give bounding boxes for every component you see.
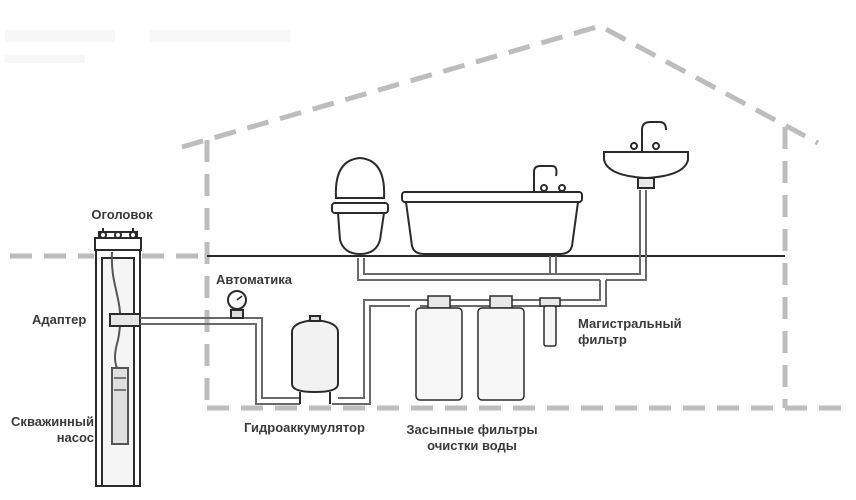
- bathtub: [401, 165, 583, 255]
- label-avtomatika: Автоматика: [216, 272, 292, 287]
- pressure-gauge: [227, 290, 247, 319]
- pump-cable: [110, 251, 122, 373]
- house-roof: [181, 23, 820, 150]
- pipe-adapter-to-automatika: [140, 317, 300, 399]
- pipe-filters-manifold: [416, 280, 601, 301]
- washbasin: [603, 121, 689, 189]
- hydro-accumulator: [291, 315, 339, 404]
- backfill-filter-2: [477, 295, 525, 401]
- pipe-to-fixtures: [357, 258, 600, 281]
- label-main-filter: Магистральный фильтр: [578, 316, 708, 348]
- backfill-filters: [415, 295, 525, 401]
- label-backfill-filters: Засыпные фильтры очистки воды: [392, 422, 552, 454]
- well: [94, 228, 142, 487]
- label-pump-line2: насос: [56, 430, 94, 445]
- label-pump-line1: Скважинный: [11, 414, 94, 429]
- label-filters-line2: очистки воды: [427, 438, 517, 453]
- pipe-accumulator-to-filters: [332, 305, 410, 405]
- toilet: [331, 156, 389, 256]
- label-hydro-accumulator: Гидроаккумулятор: [244, 420, 365, 435]
- label-main-filter-line1: Магистральный: [578, 316, 682, 331]
- label-ogolovok: Оголовок: [91, 207, 153, 222]
- faded-background-text: [5, 30, 290, 63]
- house-outline: [181, 23, 850, 411]
- downhole-pump: [111, 367, 129, 445]
- label-filters-line1: Засыпные фильтры: [406, 422, 538, 437]
- label-main-filter-line2: фильтр: [578, 332, 627, 347]
- main-filter: [539, 297, 561, 347]
- pipes: [140, 190, 647, 405]
- adapter-fitting: [109, 313, 141, 327]
- label-downhole-pump: Скважинный насос: [0, 414, 94, 446]
- well-head: [94, 228, 142, 251]
- backfill-filter-1: [415, 295, 463, 401]
- label-adapter: Адаптер: [32, 312, 87, 327]
